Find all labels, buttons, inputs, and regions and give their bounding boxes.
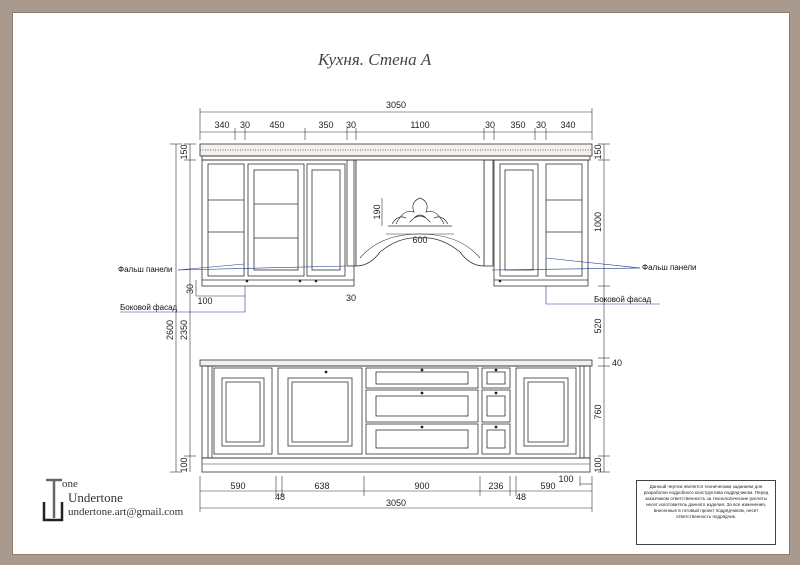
logo-one-text: one (62, 478, 78, 490)
upper-seg-3: 450 (269, 120, 284, 130)
upper-seg-1: 340 (214, 120, 229, 130)
carved-decor-icon (388, 197, 452, 227)
upper-cabinets (199, 143, 593, 287)
side-facade-right-label: Боковой фасад (594, 295, 652, 304)
brand-logo: one Undertone undertone.art@gmail.com (40, 478, 210, 538)
lower-seg-1: 590 (230, 481, 245, 491)
decor-dimensions (381, 198, 454, 235)
upper-seg-5: 30 (346, 120, 356, 130)
lower-seg-3: 638 (314, 481, 329, 491)
upper-seg-6: 1100 (410, 120, 429, 130)
lower-segments-dimension (199, 476, 593, 512)
decor-height-label: 190 (372, 204, 382, 219)
undertone-logo-icon (42, 478, 64, 522)
false-panels-right-label: Фальш панели (642, 263, 697, 272)
lower-seg-4: 900 (414, 481, 429, 491)
lower-cabinets (199, 359, 593, 473)
lower-total-label: 3050 (386, 498, 406, 508)
plinth-left-label: 100 (179, 457, 189, 472)
upper-seg-7: 30 (485, 120, 495, 130)
upper-seg-10: 340 (560, 120, 575, 130)
left-cornice-label: 150 (179, 144, 189, 159)
total-height-label: 2600 (165, 320, 175, 340)
callout-lines (120, 257, 660, 313)
height-dimensions (170, 143, 196, 473)
side-facade-left-label: Боковой фасад (120, 303, 178, 312)
logo-name: Undertone (68, 490, 123, 505)
cabinet-height-label: 1000 (593, 212, 603, 232)
lower-right-small: 100 (558, 474, 573, 484)
left-gap-label: 100 (197, 296, 212, 306)
body-height-label: 760 (593, 404, 603, 419)
gap-height-label: 520 (593, 318, 603, 333)
false-panels-left-label: Фальш панели (118, 265, 173, 274)
logo-email: undertone.art@gmail.com (68, 506, 184, 518)
upper-segments-dimension (200, 128, 592, 140)
upper-total-dimension (199, 108, 593, 140)
lower-seg-5: 236 (488, 481, 503, 491)
upper-seg-9: 30 (536, 120, 546, 130)
upper-total-label: 3050 (386, 100, 406, 110)
decor-width-label: 600 (412, 235, 427, 245)
cornice-height-label: 150 (593, 144, 603, 159)
bottom-right-label: 30 (346, 293, 356, 303)
right-height-dimensions (598, 286, 610, 473)
upper-seg-4: 350 (318, 120, 333, 130)
drawing-sheet (12, 12, 790, 555)
upper-seg-8: 350 (510, 120, 525, 130)
upper-seg-2: 30 (240, 120, 250, 130)
lower-seg-2: 48 (275, 492, 285, 502)
disclaimer-note: Данный чертеж является техническим задан… (636, 480, 776, 545)
upper-level-label: 2350 (179, 320, 189, 340)
plinth-right-label: 100 (593, 457, 603, 472)
page-title: Кухня. Стена А (318, 50, 432, 69)
upper-handles (245, 279, 502, 283)
top-height-label: 40 (612, 358, 622, 368)
lower-handles (324, 368, 498, 429)
lower-seg-6: 48 (516, 492, 526, 502)
lower-seg-7: 590 (540, 481, 555, 491)
upper-left-dimensions (184, 143, 245, 297)
